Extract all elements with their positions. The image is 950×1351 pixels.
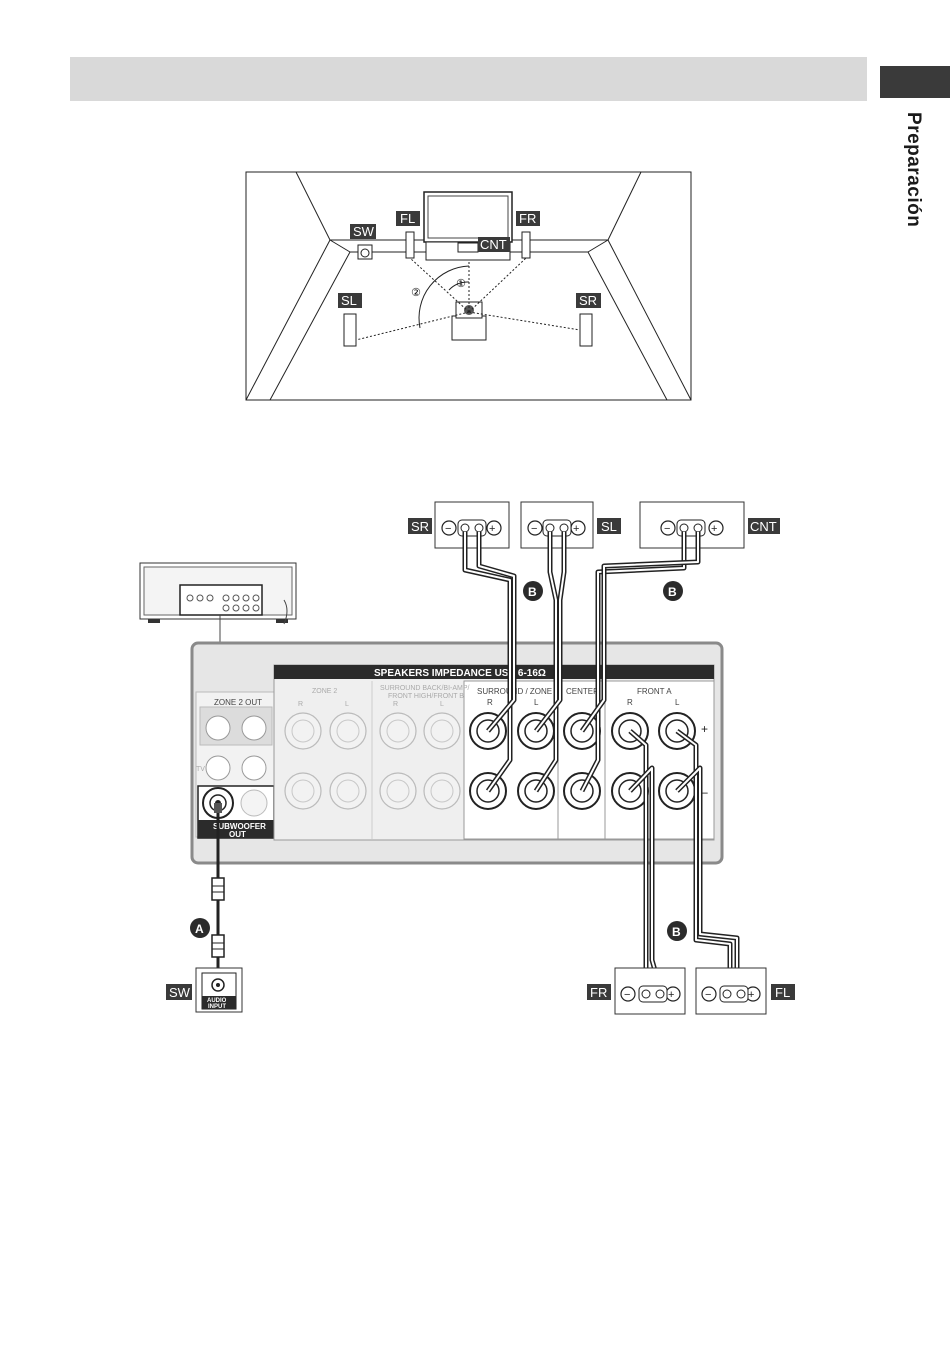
svg-text:−: − bbox=[624, 989, 630, 1001]
svg-text:+: + bbox=[711, 523, 717, 535]
surround-l-label: L bbox=[534, 698, 539, 707]
room-label-fl: FL bbox=[400, 211, 415, 226]
terminal-label-sr: SR bbox=[411, 519, 429, 534]
room-diagram: ① ② SW FL FR CNT SL SR bbox=[246, 172, 691, 400]
cable-b-marker-3: B bbox=[672, 925, 681, 939]
zone2-l-label: L bbox=[345, 701, 349, 708]
audio-input-label-2: INPUT bbox=[208, 1004, 226, 1010]
room-label-cnt: CNT bbox=[480, 237, 507, 252]
svg-text:−: − bbox=[531, 523, 537, 535]
tv-label: TV bbox=[196, 766, 205, 773]
cable-b-marker-2: B bbox=[668, 585, 677, 599]
center-label: CENTER bbox=[566, 687, 599, 696]
terminal-label-sw: SW bbox=[169, 985, 191, 1000]
cable-b-marker-1: B bbox=[528, 585, 537, 599]
front-a-label: FRONT A bbox=[637, 687, 672, 696]
receiver-rear-panel: ZONE 2 OUT TV SUBWOOFER OUT SPEAKERS IMP… bbox=[192, 643, 722, 863]
room-label-sr: SR bbox=[579, 293, 597, 308]
terminal-label-fr: FR bbox=[590, 985, 607, 1000]
angle-marker-1: ① bbox=[456, 278, 466, 290]
surround-right-speaker-icon bbox=[580, 314, 592, 346]
svg-text:+: + bbox=[489, 523, 495, 535]
listener-chair-icon bbox=[452, 316, 486, 340]
front-a-r-label: R bbox=[627, 698, 633, 707]
room-label-sl: SL bbox=[341, 293, 357, 308]
surround-back-label: SURROUND BACK/BI-AMP/ bbox=[380, 685, 470, 692]
cable-a-marker: A bbox=[195, 922, 204, 936]
svg-text:+: + bbox=[668, 989, 674, 1001]
zone2-out-label: ZONE 2 OUT bbox=[214, 698, 262, 707]
front-a-l-label: L bbox=[675, 698, 680, 707]
receiver-rear-thumbnail bbox=[140, 563, 296, 643]
front-high-label: FRONT HIGH/FRONT B bbox=[388, 693, 464, 700]
terminal-label-sl: SL bbox=[601, 519, 617, 534]
bottom-speaker-terminals: − + − + FR FL bbox=[587, 968, 795, 1014]
svg-text:−: − bbox=[705, 989, 711, 1001]
svg-text:−: − bbox=[664, 523, 670, 535]
svg-text:+: + bbox=[573, 523, 579, 535]
terminal-label-fl: FL bbox=[775, 985, 790, 1000]
terminal-label-cnt: CNT bbox=[750, 519, 777, 534]
svg-text:+: + bbox=[748, 989, 754, 1001]
surround-zone3-label: SURROUND / ZONE 3 bbox=[477, 687, 559, 696]
surround-back-r-label: R bbox=[393, 701, 398, 708]
speakers-impedance-header: SPEAKERS IMPEDANCE USE 6-16Ω bbox=[374, 668, 546, 679]
subwoofer-out-label-2: OUT bbox=[229, 830, 246, 839]
svg-text:−: − bbox=[445, 523, 451, 535]
surround-back-l-label: L bbox=[440, 701, 444, 708]
subwoofer-input-box: AUDIO INPUT SW bbox=[166, 968, 242, 1012]
zone2-label: ZONE 2 bbox=[312, 688, 337, 695]
room-label-fr: FR bbox=[519, 211, 536, 226]
plus-row-label: + bbox=[701, 722, 708, 736]
zone2-r-label: R bbox=[298, 701, 303, 708]
front-left-speaker-icon bbox=[406, 232, 414, 258]
angle-marker-2: ② bbox=[411, 287, 421, 299]
room-label-sw: SW bbox=[353, 224, 375, 239]
surround-left-speaker-icon bbox=[344, 314, 356, 346]
front-right-speaker-icon bbox=[522, 232, 530, 258]
surround-r-label: R bbox=[487, 698, 493, 707]
